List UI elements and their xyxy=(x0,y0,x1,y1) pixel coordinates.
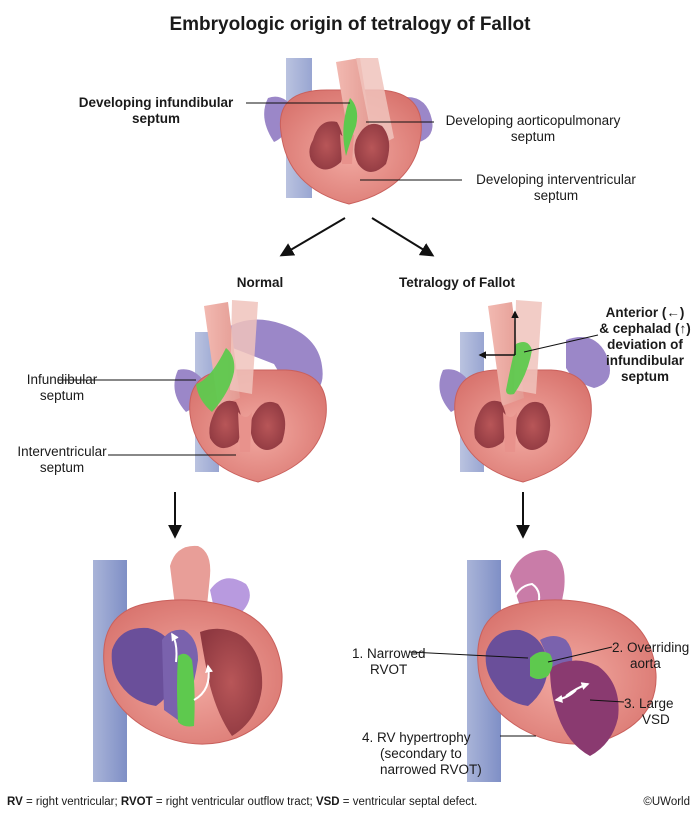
label-anterior-cephalad-deviation: Anterior (←) & cephalad (↑) deviation of… xyxy=(599,305,691,384)
footnote: RV = right ventricular; RVOT = right ven… xyxy=(7,796,477,808)
footnote-rv-abbr: RV xyxy=(7,796,23,808)
branch-label-tof: Tetralogy of Fallot xyxy=(398,275,515,290)
tof-full-heart xyxy=(409,550,657,782)
normal-developing-heart xyxy=(58,300,327,483)
arrow-to-tof xyxy=(371,217,435,257)
arrow-to-normal xyxy=(279,217,346,257)
footnote-rvot-abbr: RVOT xyxy=(120,796,153,808)
footnote-vsd-abbr: VSD xyxy=(315,796,340,808)
label-overriding-aorta: 2. Overriding aorta xyxy=(612,640,690,671)
label-developing-interventricular-septum: Developing interventricular septum xyxy=(476,172,636,203)
footnote-vsd-def: = ventricular septal defect. xyxy=(339,796,478,808)
copyright: ©UWorld xyxy=(643,796,690,808)
normal-full-heart xyxy=(93,545,283,782)
top-embryonic-heart xyxy=(246,58,462,205)
label-narrowed-rvot: 1. Narrowed RVOT xyxy=(352,646,426,677)
label-infundibular-septum: Infundibular septum xyxy=(26,372,98,403)
figure-title: Embryologic origin of tetralogy of Fallo… xyxy=(169,14,531,35)
footnote-rv-def: = right ventricular; xyxy=(22,796,121,808)
label-developing-infundibular-septum: Developing infundibular septum xyxy=(78,95,234,126)
tof-developing-heart xyxy=(439,300,610,483)
label-rv-hypertrophy: 4. RV hypertrophy (secondary to narrowed… xyxy=(362,730,482,777)
label-large-vsd: 3. Large VSD xyxy=(624,696,674,727)
label-developing-aorticopulmonary-septum: Developing aorticopulmonary septum xyxy=(445,113,621,144)
label-interventricular-septum: Interventricular septum xyxy=(17,444,107,475)
branch-label-normal: Normal xyxy=(236,275,284,290)
footnote-rvot-def: = right ventricular outflow tract; xyxy=(152,796,316,808)
